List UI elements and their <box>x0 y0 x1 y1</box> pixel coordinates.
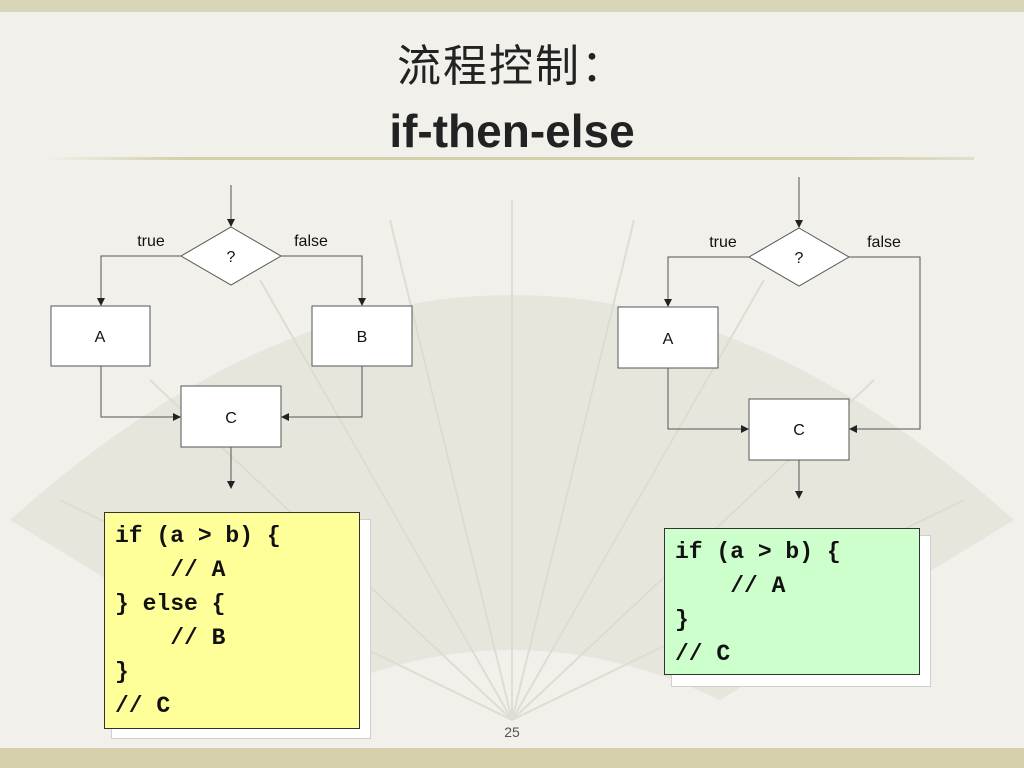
code-line: } <box>675 607 689 633</box>
right-decision-label: ? <box>795 250 804 267</box>
left-true-arrow <box>97 255 181 306</box>
right-code-block: if (a > b) { // A } // C <box>664 528 920 675</box>
left-box-a-label: A <box>95 329 106 346</box>
left-code-block: if (a > b) { // A } else { // B } // C <box>104 512 360 729</box>
top-band <box>0 0 1024 12</box>
left-decision-diamond <box>180 226 282 286</box>
left-b-to-c-arrow <box>281 366 363 421</box>
right-box-a <box>617 306 719 369</box>
left-box-a <box>50 305 151 367</box>
code-line: // A <box>675 573 786 599</box>
left-box-c-label: C <box>225 410 237 427</box>
left-false-arrow <box>281 255 366 306</box>
right-true-arrow <box>664 256 749 307</box>
left-box-b <box>311 305 413 367</box>
left-decision-label: ? <box>227 249 236 266</box>
left-flowchart <box>50 185 413 489</box>
page-title-line-1: 流程控制： <box>397 41 627 92</box>
code-line: // B <box>115 625 226 651</box>
page-number: 25 <box>504 724 520 740</box>
right-box-c-label: C <box>793 422 805 439</box>
right-true-label: true <box>709 234 737 251</box>
code-line: } else { <box>115 591 226 617</box>
right-a-to-c-arrow <box>667 368 749 433</box>
code-line: // C <box>675 641 731 667</box>
left-box-c <box>180 385 282 448</box>
title-underline <box>48 157 974 160</box>
bottom-band <box>0 748 1024 768</box>
left-true-label: true <box>137 233 165 250</box>
left-a-to-c-arrow <box>100 366 181 421</box>
right-false-arrow <box>849 256 921 433</box>
left-false-label: false <box>294 233 328 250</box>
code-line: } <box>115 659 129 685</box>
code-line: // C <box>115 693 171 719</box>
code-line: if (a > b) { <box>675 539 841 565</box>
left-box-b-label: B <box>357 329 368 346</box>
right-false-label: false <box>867 234 901 251</box>
code-line: // A <box>115 557 226 583</box>
right-flowchart <box>617 177 921 499</box>
code-line: if (a > b) { <box>115 523 281 549</box>
right-decision-diamond <box>748 227 850 287</box>
right-box-a-label: A <box>663 331 674 348</box>
page-title-line-2: if-then-else <box>389 105 635 157</box>
